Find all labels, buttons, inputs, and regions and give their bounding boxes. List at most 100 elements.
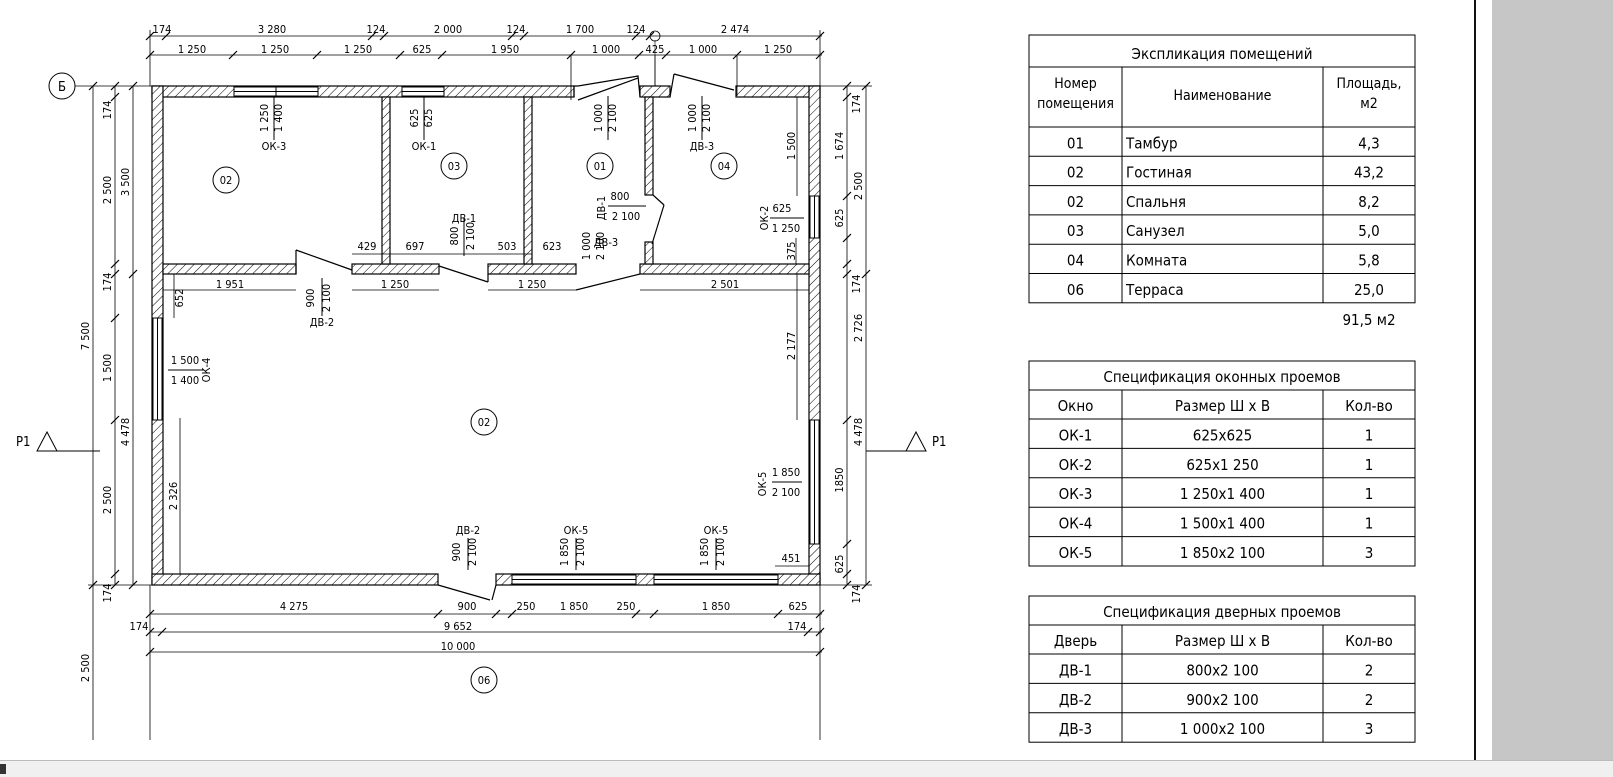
table-cell: Терраса — [1125, 281, 1184, 299]
right-dim: 4 478 — [852, 418, 865, 446]
table-cell: 5,0 — [1358, 222, 1379, 240]
table-cell: ОК-2 — [1059, 456, 1093, 474]
interior-dim: 1 500 — [785, 132, 798, 160]
opening-width: 900 — [450, 543, 463, 562]
bottom-dim-row1: 1 850 — [560, 600, 588, 613]
header-cell: Номер — [1054, 76, 1096, 92]
axis-marker: Б — [48, 72, 76, 100]
opening-width: 1 250 — [258, 104, 271, 132]
room-01-number: 01 — [594, 160, 607, 173]
left-dim-inner: 174 — [101, 584, 114, 603]
opening-width: 900 — [304, 289, 317, 308]
table-cell: 4,3 — [1358, 134, 1379, 152]
table-cell: 02 — [1067, 193, 1084, 211]
table-cell: 01 — [1067, 134, 1084, 152]
room-02-living-number: 02 — [478, 416, 491, 429]
svg-text:Р1: Р1 — [16, 435, 31, 450]
wall-top-right — [735, 85, 821, 98]
opening-height: 2 100 — [612, 210, 640, 223]
right-dim: 174 — [850, 585, 863, 604]
top-dim-row1: 2 474 — [721, 23, 749, 36]
bottom-dim-row1: 1 850 — [702, 600, 730, 613]
room-04-number: 04 — [718, 160, 731, 173]
left-dim-inner: 174 — [101, 101, 114, 120]
room-04-marker — [710, 152, 738, 180]
partition-4 — [639, 263, 810, 275]
table-cell: 25,0 — [1354, 281, 1384, 299]
table-cell: ДВ-2 — [1059, 691, 1092, 709]
opening-code: ДВ-2 — [456, 524, 480, 537]
room-06-number: 06 — [478, 674, 491, 687]
opening-height: 2 100 — [466, 538, 479, 566]
opening-height: 2 100 — [574, 538, 587, 566]
bottom-dim-row1: 250 — [517, 600, 536, 613]
top-dim-row2: 1 250 — [764, 43, 792, 56]
bottom-dim-row1: 4 275 — [280, 600, 308, 613]
room-01-marker — [586, 152, 614, 180]
table-cell: Спальня — [1126, 193, 1186, 211]
opening-height: 2 100 — [464, 222, 477, 250]
opening-width: 625 — [773, 202, 792, 215]
door-pivot-marker — [649, 30, 661, 86]
opening-code: ОК-5 — [564, 524, 589, 537]
room-02-bedroom-number: 02 — [220, 174, 233, 187]
section-marker-right: Р1 — [866, 430, 947, 452]
interior-dim: 1 250 — [518, 278, 546, 291]
table-cell: 1 500х1 400 — [1180, 515, 1265, 533]
table-cell: ДВ-3 — [1059, 720, 1092, 738]
partition-v1 — [381, 96, 391, 265]
bottom-dim-row2: 9 652 — [444, 620, 472, 633]
opening-height: 1 400 — [171, 374, 199, 387]
table-cell: 1 — [1365, 515, 1374, 533]
interior-dim: 2 501 — [711, 278, 739, 291]
partition-v3 — [644, 96, 654, 196]
header-cell: Размер Ш х В — [1175, 397, 1270, 415]
opening-height: 2 100 — [700, 104, 713, 132]
table-cell: Санузел — [1126, 222, 1185, 240]
horizontal-scrollbar[interactable] — [0, 760, 1613, 777]
table-cell: 5,8 — [1358, 252, 1379, 270]
interior-dim: 2 177 — [785, 332, 798, 360]
rooms-table-title: Экспликация помещений — [1132, 45, 1313, 63]
right-dim: 1850 — [833, 467, 846, 492]
header-cell: Наименование — [1174, 88, 1272, 104]
header-cell: помещения — [1037, 96, 1114, 112]
scrollbar-thumb[interactable] — [0, 764, 6, 774]
wall-top-left — [151, 85, 575, 98]
opening-height: 2 100 — [772, 486, 800, 499]
interior-dim: 697 — [406, 240, 425, 253]
windows-table-title: Спецификация оконных проемов — [1103, 368, 1340, 386]
bottom-dim-row2: 174 — [130, 620, 149, 633]
opening-width: 800 — [611, 190, 630, 203]
table-cell: 1 250х1 400 — [1180, 485, 1265, 503]
table-cell: 8,2 — [1358, 193, 1379, 211]
opening-code: ОК-5 — [704, 524, 729, 537]
interior-dim: 451 — [782, 552, 801, 565]
table-cell: 04 — [1067, 252, 1084, 270]
opening-width: 1 850 — [772, 466, 800, 479]
top-dim-row2: 1 000 — [689, 43, 717, 56]
left-dim-inner: 2 500 — [101, 176, 114, 204]
header-cell: Кол-во — [1345, 397, 1393, 415]
wall-top-mid — [639, 85, 671, 98]
interior-dim: 1 951 — [216, 278, 244, 291]
interior-dim: 503 — [498, 240, 517, 253]
room-03-number: 03 — [448, 160, 461, 173]
opening-height: 2 100 — [594, 232, 607, 260]
wall-bottom-left — [151, 573, 439, 586]
left-dim-outer: 7 500 — [79, 322, 92, 350]
opening-height: 1 250 — [772, 222, 800, 235]
table-cell: 1 — [1365, 426, 1374, 444]
table-cell: ОК-5 — [1059, 544, 1093, 562]
opening-width: 1 000 — [686, 104, 699, 132]
table-cell: 625х625 — [1193, 426, 1253, 444]
table-cell: 03 — [1067, 222, 1084, 240]
interior-dim: 623 — [543, 240, 562, 253]
opening-code: ДВ-3 — [690, 140, 714, 153]
right-dim: 174 — [850, 95, 863, 114]
table-cell: 43,2 — [1354, 164, 1384, 182]
opening-width: 1 500 — [171, 354, 199, 367]
